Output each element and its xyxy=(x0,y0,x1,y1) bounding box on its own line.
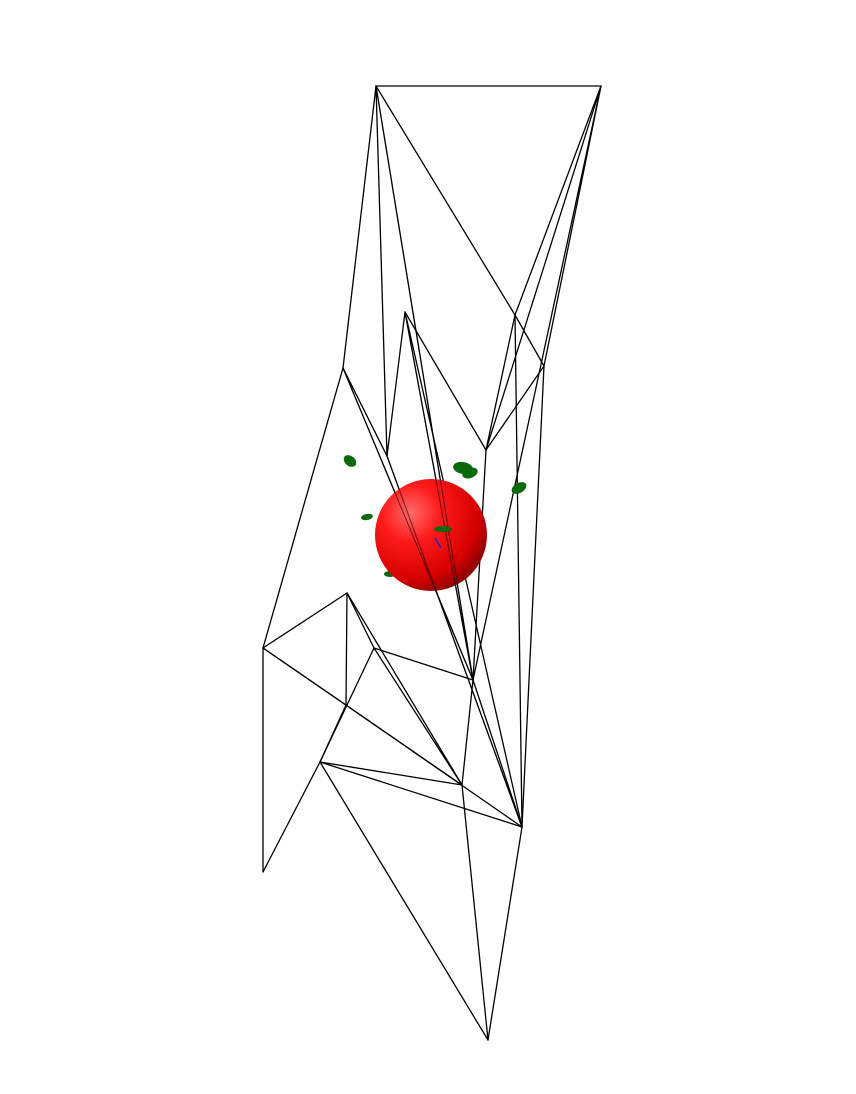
mesh-edge-front xyxy=(386,455,523,828)
blue-segment xyxy=(434,537,442,549)
green-marker-icon xyxy=(434,526,452,532)
mesh-edge xyxy=(375,85,388,457)
mesh-edge xyxy=(345,592,348,706)
green-marker-icon xyxy=(343,455,357,467)
green-marker-icon xyxy=(361,513,373,521)
mesh-edge xyxy=(319,761,489,1041)
mesh-edge xyxy=(342,85,377,369)
mesh-edge xyxy=(373,647,463,786)
mesh-edge xyxy=(319,704,347,763)
mesh-edge-front xyxy=(404,311,474,681)
green-marker-icon xyxy=(462,467,478,479)
mesh-edge xyxy=(345,704,523,828)
mesh-edge xyxy=(386,311,406,457)
sphere-group xyxy=(342,85,523,828)
mesh-edge xyxy=(346,592,463,786)
red-sphere[interactable] xyxy=(375,479,487,591)
mesh-edge xyxy=(346,592,375,649)
marker-group xyxy=(343,455,527,577)
mesh-edge xyxy=(472,449,487,681)
marker-group-front xyxy=(434,526,452,549)
mesh-edge xyxy=(514,85,602,316)
wireframe-mesh xyxy=(262,85,602,1041)
mesh-edge xyxy=(262,592,348,649)
mesh-edge xyxy=(375,85,516,316)
mesh-edge xyxy=(461,679,474,786)
mesh-edge xyxy=(514,314,523,828)
mesh-edge xyxy=(342,367,388,457)
mesh-edge xyxy=(485,365,545,451)
mesh-edge xyxy=(487,826,523,1041)
mesh-edge xyxy=(262,761,321,873)
mesh-edge xyxy=(461,784,489,1041)
mesh-edge xyxy=(485,314,516,451)
mesh-edge xyxy=(262,367,344,649)
mesh-edge xyxy=(373,647,474,681)
mesh-edge xyxy=(472,679,523,828)
mesh-edge xyxy=(472,85,602,681)
mesh-edge xyxy=(404,311,487,451)
mesh-edge-front xyxy=(342,367,474,681)
green-marker-icon xyxy=(511,482,527,494)
mesh-edge xyxy=(319,761,463,786)
mesh-edge xyxy=(521,365,545,828)
mesh-edge xyxy=(514,314,545,367)
mesh-edge-front xyxy=(375,85,474,681)
mesh-edge xyxy=(319,761,523,828)
mesh-edge xyxy=(485,85,602,451)
